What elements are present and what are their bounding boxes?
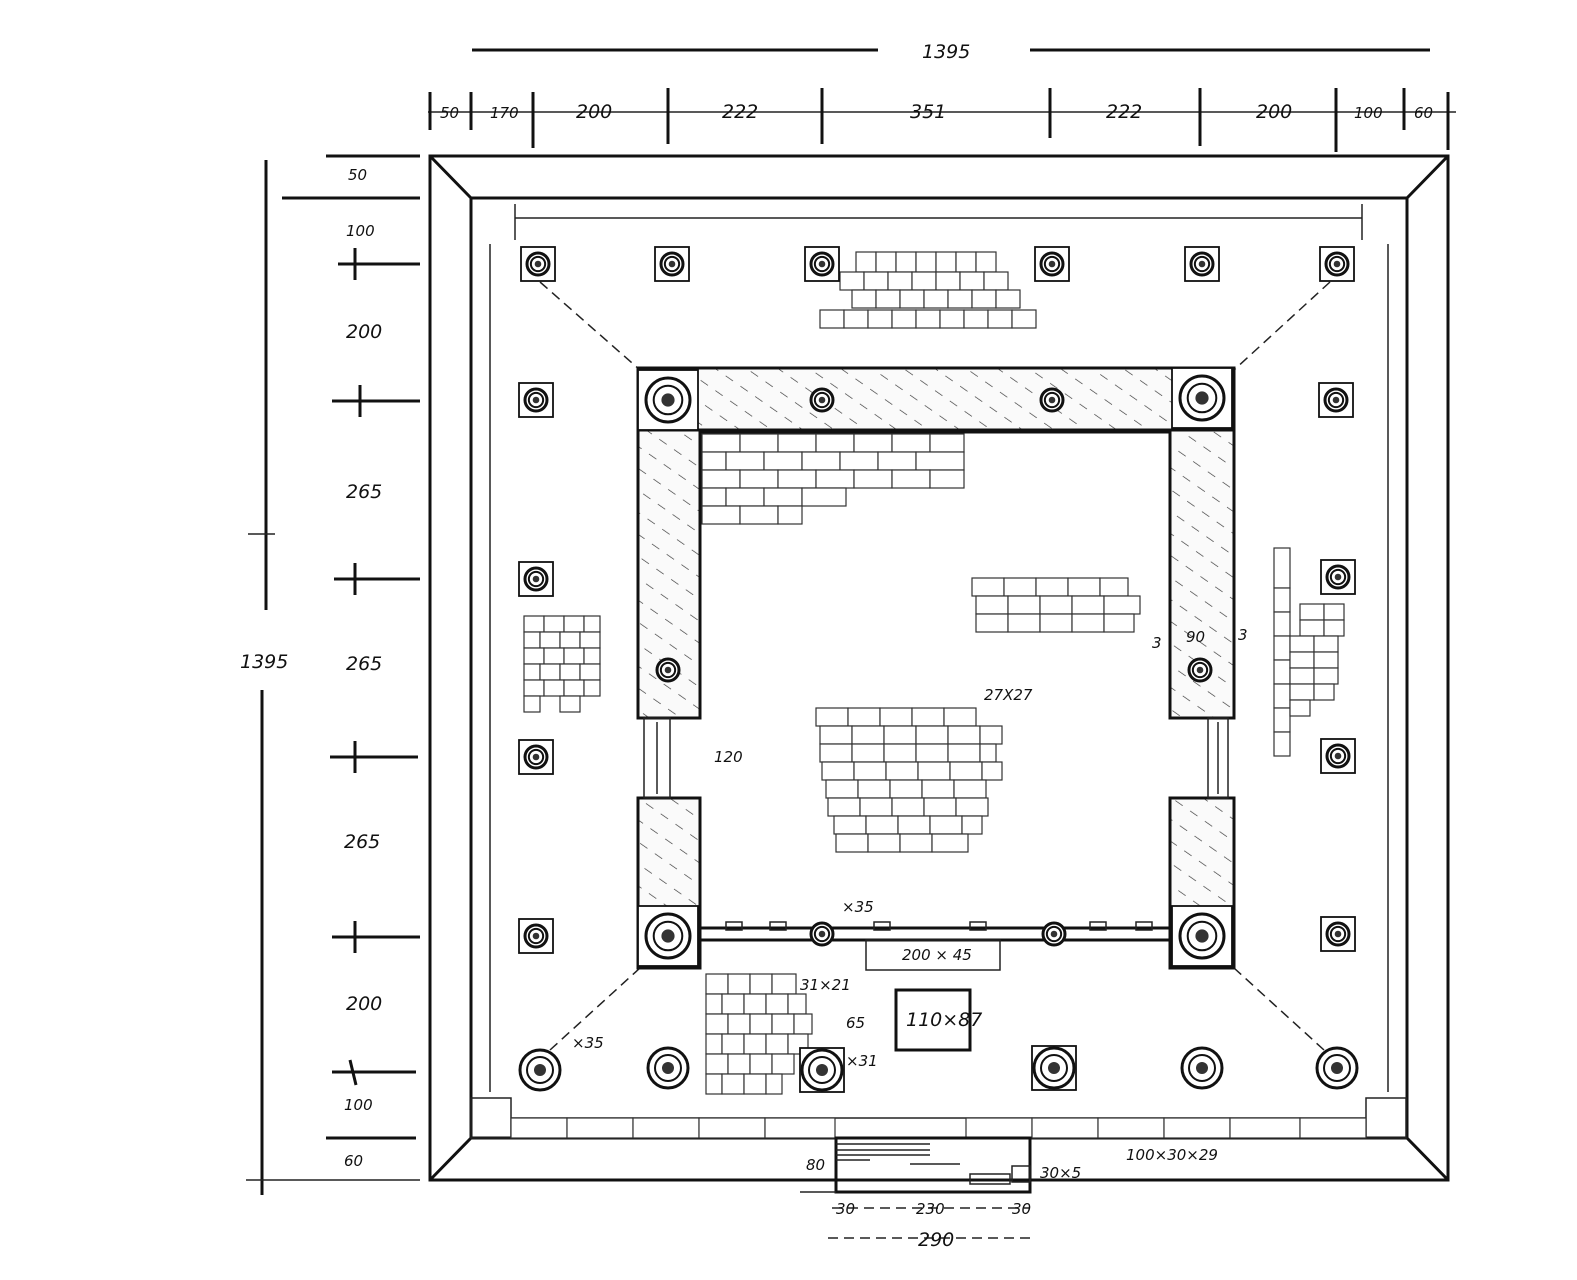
column-base <box>809 387 835 413</box>
door-opening-label: 120 <box>714 748 743 766</box>
base-b-label: ×31 <box>846 1052 878 1070</box>
wall-gap-a-label: 3 <box>1152 634 1162 652</box>
column-base <box>1187 657 1213 683</box>
column-base <box>1319 246 1355 282</box>
floor-tile-label: 27X27 <box>984 686 1033 704</box>
west-door <box>643 717 671 799</box>
wall-width-label: 90 <box>1186 628 1205 646</box>
east-door <box>1207 717 1229 799</box>
column-base <box>646 1046 690 1090</box>
top-seg-7: 200 <box>1256 101 1292 123</box>
edge-brick-label: 100×30×29 <box>1126 1146 1218 1164</box>
top-seg-8: 100 <box>1354 104 1383 122</box>
annotations: 90 3 3 120 65 ×31 ×35 ×35 100×30×29 <box>572 626 1248 1164</box>
left-seg-2: 100 <box>346 222 375 240</box>
column-base <box>518 382 554 418</box>
column-base <box>654 246 690 282</box>
base-a-label: 65 <box>846 1014 865 1032</box>
top-ticks <box>428 88 1450 152</box>
base-d-label: ×35 <box>842 898 874 916</box>
column-base <box>518 561 554 597</box>
brick-note-label: 31×21 <box>800 976 851 994</box>
column-base <box>1180 1046 1224 1090</box>
top-seg-3: 200 <box>576 101 612 123</box>
column-base <box>655 657 681 683</box>
top-seg-9: 60 <box>1414 104 1433 122</box>
left-dimension: 1395 50 100 200 265 265 265 200 100 60 <box>240 154 420 1195</box>
column-base <box>1034 246 1070 282</box>
overall-width-label: 1395 <box>922 41 970 63</box>
overall-height-label: 1395 <box>240 651 288 673</box>
column-base <box>1031 1045 1077 1091</box>
step-right-label: 30 <box>1012 1200 1031 1218</box>
left-seg-8: 100 <box>344 1096 373 1114</box>
column-base <box>799 1047 845 1093</box>
column-base <box>1320 559 1356 595</box>
left-seg-7: 200 <box>346 993 382 1015</box>
column-base <box>637 369 699 431</box>
top-seg-2: 170 <box>490 104 519 122</box>
column-bases <box>518 246 1359 1093</box>
platform-inner-edge <box>469 196 1409 1140</box>
left-seg-9: 60 <box>344 1152 363 1170</box>
column-base <box>1171 367 1233 429</box>
top-seg-5: 351 <box>910 101 946 123</box>
edge-brick-row <box>510 1117 1367 1139</box>
left-seg-5: 265 <box>346 653 382 675</box>
threshold-label: 200 × 45 <box>902 946 972 964</box>
left-seg-4: 265 <box>346 481 382 503</box>
column-base <box>518 918 554 954</box>
column-base <box>518 1048 562 1092</box>
column-base <box>1171 905 1233 967</box>
step-total-label: 290 <box>918 1229 954 1251</box>
threshold-stone <box>865 939 1001 971</box>
column-base <box>1041 921 1067 947</box>
entrance-steps: 80 30 230 30 290 30×5 <box>800 1136 1081 1251</box>
column-base <box>520 246 556 282</box>
left-seg-1: 50 <box>348 166 367 184</box>
column-base <box>804 246 840 282</box>
base-c-label: ×35 <box>572 1034 604 1052</box>
altar <box>894 988 972 1052</box>
left-seg-3: 200 <box>346 321 382 343</box>
step-depth-label: 80 <box>806 1156 825 1174</box>
column-base <box>1315 1046 1359 1090</box>
column-base <box>1320 916 1356 952</box>
column-base <box>518 739 554 775</box>
column-base <box>1320 738 1356 774</box>
step-left-label: 30 <box>836 1200 855 1218</box>
top-seg-4: 222 <box>722 101 758 123</box>
top-seg-1: 50 <box>440 104 459 122</box>
hip-lines <box>539 281 1331 1051</box>
column-base <box>1318 382 1354 418</box>
column-base <box>1039 387 1065 413</box>
altar-label: 110×87 <box>906 1009 982 1031</box>
step-mid-label: 230 <box>916 1200 945 1218</box>
step-block <box>834 1136 1032 1194</box>
column-base <box>637 905 699 967</box>
column-base <box>809 921 835 947</box>
wall-gap-b-label: 3 <box>1238 626 1248 644</box>
step-note-label: 30×5 <box>1040 1164 1081 1182</box>
top-dimension: 1395 50 170 200 222 351 222 200 100 60 <box>428 41 1456 152</box>
platform-outer-edge <box>428 154 1450 1182</box>
north-wall <box>636 366 1236 432</box>
top-seg-6: 222 <box>1106 101 1142 123</box>
brick-patches: 27X27 31× <box>523 251 1345 1095</box>
left-seg-6: 265 <box>344 831 380 853</box>
column-base <box>1184 246 1220 282</box>
